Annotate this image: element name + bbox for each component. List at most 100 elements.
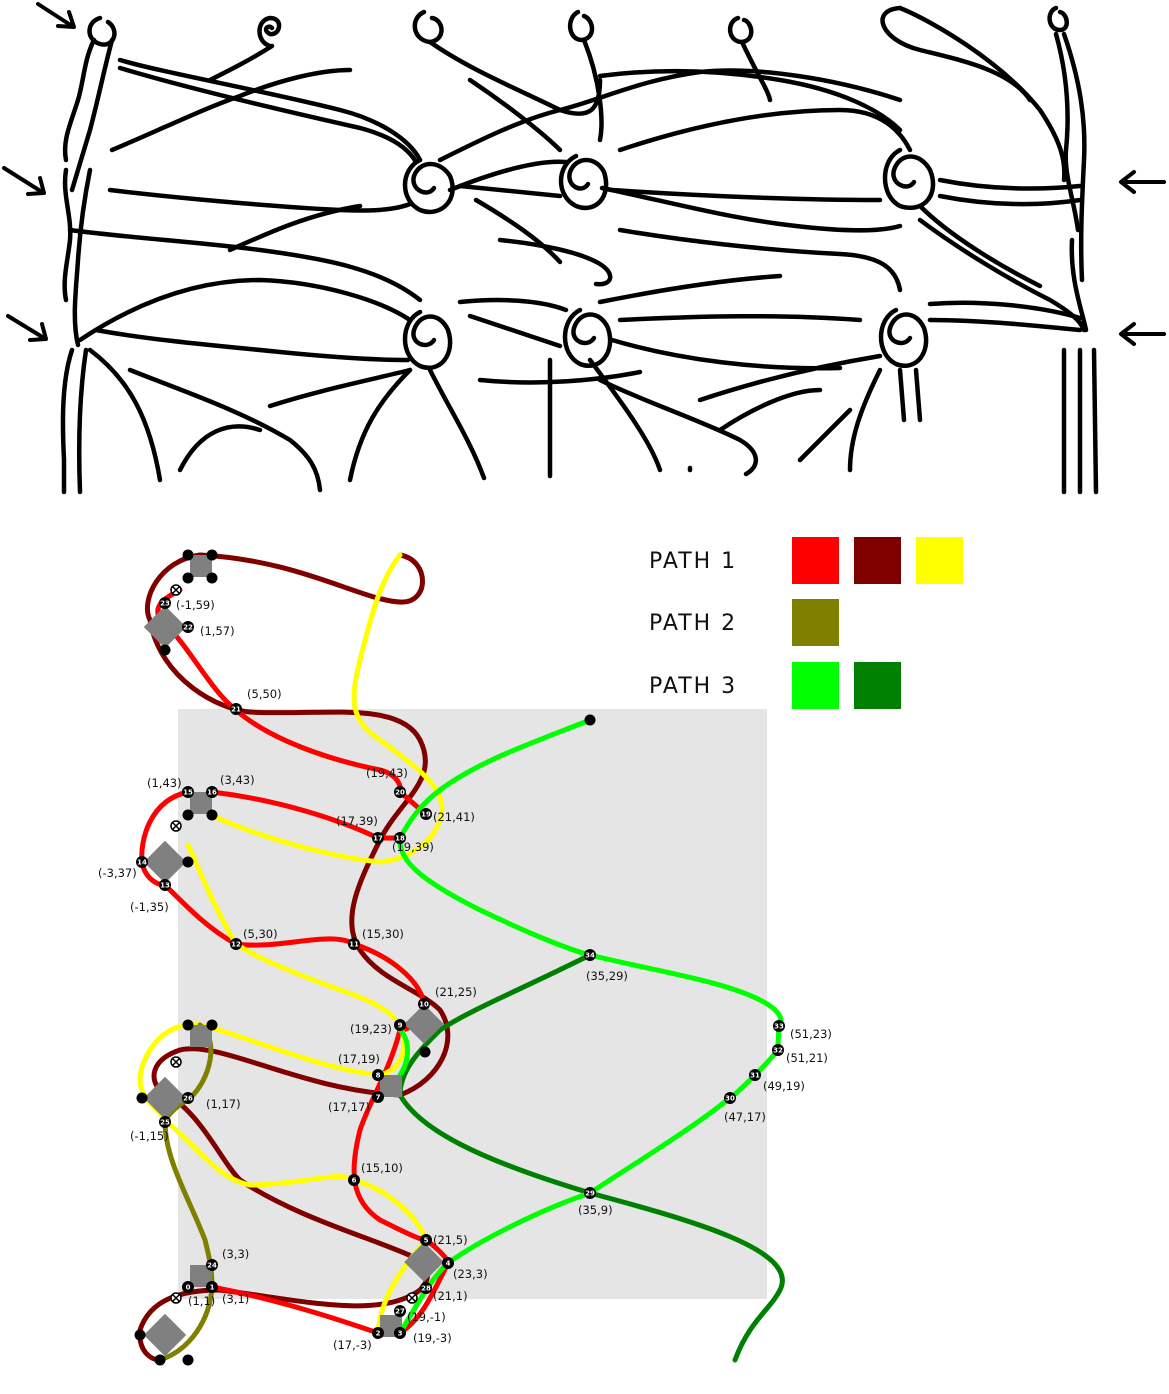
band-row-3 — [77, 273, 1083, 409]
node-marker-8 — [372, 1069, 384, 1081]
node-number-9: 9 — [398, 1022, 403, 1030]
node-label-28: (21,1) — [433, 1289, 468, 1303]
crossed-circle-icon — [406, 1292, 418, 1304]
node-marker-20 — [394, 786, 406, 798]
strand-lime-top — [397, 717, 784, 1029]
node-label-7: (17,17) — [328, 1100, 370, 1114]
node-number-27: 27 — [395, 1308, 405, 1316]
node-number-26: 26 — [183, 1095, 193, 1103]
endpoint-dot — [182, 549, 194, 561]
crossed-circle-icon — [170, 584, 182, 596]
node-18: 18(19,39) — [392, 832, 434, 854]
node-marker-13 — [159, 879, 171, 891]
node-number-7: 7 — [376, 1094, 381, 1102]
node-marker-29 — [584, 1187, 596, 1199]
knot-node-row1-a — [402, 157, 455, 214]
node-label-14: (-3,37) — [98, 866, 137, 880]
node-number-18: 18 — [395, 835, 405, 843]
node-label-15: (1,43) — [147, 776, 182, 790]
endpoint-dot — [154, 1354, 166, 1366]
crossing-box-23 — [190, 555, 212, 577]
node-29: 29 (35,9) — [578, 1187, 613, 1217]
node-12: 12(5,30) — [230, 927, 278, 950]
node-10: 10(21,25) — [418, 985, 477, 1010]
knot-node-row2-c — [878, 307, 929, 368]
node-marker-26 — [182, 1092, 194, 1104]
knot-node-row1-c — [882, 147, 936, 210]
endpoint-dot — [206, 809, 218, 821]
legend-swatch — [792, 537, 839, 584]
node-marker-1 — [206, 1281, 218, 1293]
node-20: 20(19,43) — [366, 766, 408, 798]
knot-node-row2-b — [562, 307, 613, 368]
node-label-25: (-1,15) — [130, 1129, 169, 1143]
node-number-28: 28 — [421, 1285, 431, 1293]
node-label-11: (15,30) — [362, 927, 404, 941]
node-number-34: 34 — [585, 952, 595, 960]
top-loops — [207, 5, 1067, 183]
crossed-circle-icon — [170, 820, 182, 832]
node-marker-9 — [394, 1019, 406, 1031]
node-marker-30 — [724, 1092, 736, 1104]
node-number-24: 24 — [207, 1262, 217, 1270]
node-16: 16(3,43) — [206, 773, 255, 798]
node-33: 33(51,23) — [773, 1020, 832, 1041]
node-label-33: (51,23) — [790, 1027, 832, 1041]
node-marker-10 — [418, 998, 430, 1010]
legend-swatch — [792, 662, 839, 709]
node-number-15: 15 — [183, 789, 193, 797]
crossing-box-15 — [190, 792, 212, 814]
band-row-1 — [109, 57, 913, 165]
node-number-0: 0 — [186, 1284, 191, 1292]
endpoint-dot — [182, 856, 194, 868]
node-19: 19(21,41) — [420, 808, 475, 824]
node-label-34: (35,29) — [586, 969, 628, 983]
node-17: 17(17,39) — [336, 814, 384, 844]
node-8: 8(17,19) — [338, 1052, 384, 1081]
node-label-24: (3,3) — [222, 1247, 249, 1261]
node-label-3: (19,-3) — [413, 1331, 452, 1345]
node-label-5: (21,5) — [433, 1233, 468, 1247]
node-label-4: (23,3) — [453, 1267, 488, 1281]
node-marker-23 — [159, 597, 171, 609]
node-marker-19 — [420, 808, 432, 820]
node-25: 25 (-1,15) — [130, 1116, 171, 1143]
node-15: 15(1,43) — [147, 776, 194, 798]
node-label-29: (35,9) — [578, 1203, 613, 1217]
node-marker-0 — [182, 1281, 194, 1293]
node-31: 31(49,19) — [749, 1069, 805, 1093]
strand-dark-green-lower — [397, 1092, 785, 1363]
node-number-25: 25 — [160, 1119, 170, 1127]
arrow-low-right — [1119, 322, 1166, 346]
node-label-8: (17,19) — [338, 1052, 380, 1066]
node-6: 6(15,10) — [348, 1161, 403, 1186]
legend-label: PATH 2 — [649, 611, 737, 636]
endpoint-dot — [584, 714, 596, 726]
node-marker-25 — [159, 1116, 171, 1128]
node-3: 3(19,-3) — [394, 1327, 452, 1345]
node-number-1: 1 — [210, 1284, 215, 1292]
endpoint-dot — [419, 1046, 431, 1058]
node-marker-32 — [772, 1044, 784, 1056]
node-marker-16 — [206, 786, 218, 798]
strand-dark-red-top — [197, 552, 425, 605]
node-label-16: (3,43) — [220, 773, 255, 787]
node-label-23: (-1,59) — [176, 598, 215, 612]
node-number-29: 29 — [585, 1190, 595, 1198]
crossing-box-26 — [143, 1076, 187, 1120]
node-21: 21(5,50) — [230, 687, 282, 715]
node-marker-7 — [372, 1091, 384, 1103]
node-number-4: 4 — [446, 1260, 451, 1268]
strand-dark-red-bottom — [137, 1287, 423, 1363]
node-22: 22(1,57) — [182, 621, 235, 638]
node-28: 28(21,1) — [420, 1282, 468, 1303]
endpoint-dot — [182, 572, 194, 584]
node-marker-11 — [348, 938, 360, 950]
node-1: 1(3,1) — [206, 1281, 249, 1306]
node-number-20: 20 — [395, 789, 405, 797]
node-marker-12 — [230, 938, 242, 950]
node-label-27: (19,-1) — [407, 1310, 446, 1324]
node-label-18: (19,39) — [392, 840, 434, 854]
